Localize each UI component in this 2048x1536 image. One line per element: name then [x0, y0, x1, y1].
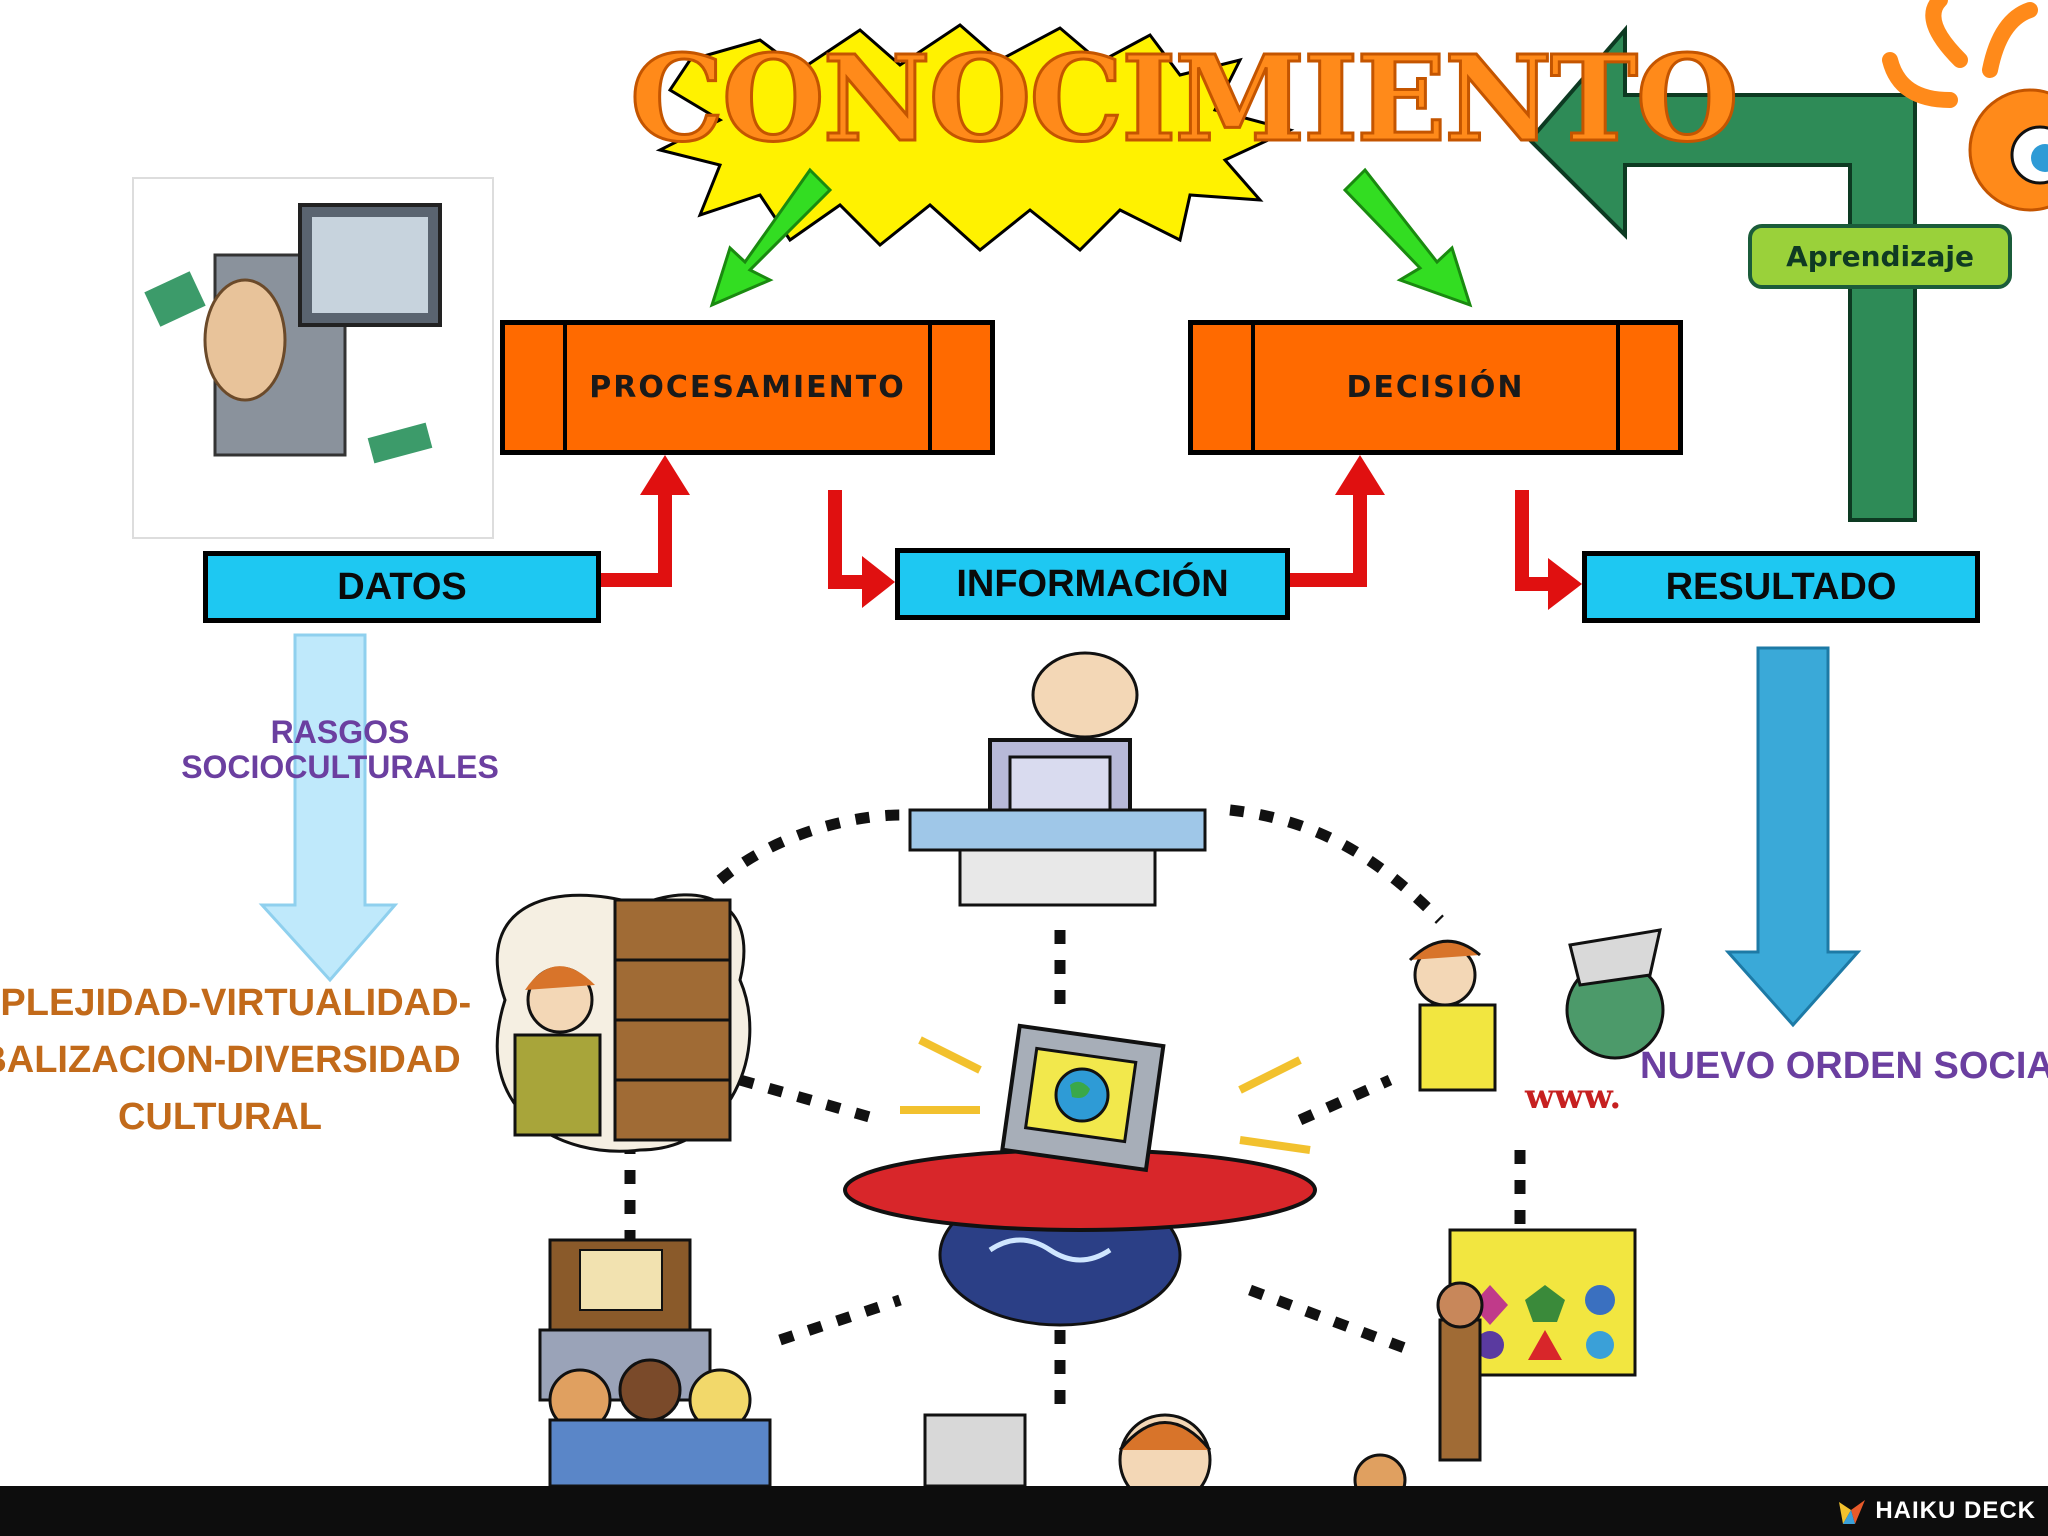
label-nuevo-orden-social: NUEVO ORDEN SOCIAL	[1640, 1045, 2048, 1087]
lime-arrow-left	[709, 167, 833, 308]
box-informacion: INFORMACIÓN	[895, 548, 1290, 620]
box-decision: DECISIÓN	[1188, 320, 1683, 455]
box-resultado: RESULTADO	[1582, 551, 1980, 623]
octopus-mascot	[1882, 0, 2048, 212]
blue-arrow	[1724, 646, 1862, 1028]
light-blue-arrow	[258, 633, 399, 983]
red-arrow-procesamiento-informacion	[828, 490, 895, 608]
title-conocimiento: CONOCIMIENTO	[629, 29, 1741, 168]
complejidad-line3: CULTURAL	[117, 1096, 323, 1138]
box-procesamiento: PROCESAMIENTO	[500, 320, 995, 455]
footer-brand-label: HAIKU DECK	[1875, 1497, 2036, 1524]
footer-bar: HAIKU DECK	[0, 1486, 2048, 1536]
central-computer-clipart	[843, 1023, 1317, 1327]
red-arrow-decision-resultado	[1515, 490, 1582, 610]
svg-text:www.: www.	[1524, 1077, 1621, 1117]
pill-aprendizaje-label: Aprendizaje	[1786, 240, 1974, 273]
pill-aprendizaje: Aprendizaje	[1748, 224, 2012, 289]
library-person-clipart	[495, 893, 752, 1153]
rasgos-line1: RASGOS	[270, 714, 410, 750]
person-at-computer-clipart	[908, 651, 1207, 907]
box-decision-label: DECISIÓN	[1346, 370, 1525, 405]
label-rasgos-socioculturales: RASGOS SOCIOCULTURALES	[150, 714, 530, 786]
feedback-arrow	[1527, 24, 1917, 522]
box-datos-label: DATOS	[337, 565, 467, 608]
haiku-deck-logo-icon	[1839, 1500, 1866, 1524]
box-informacion-label: INFORMACIÓN	[956, 562, 1229, 605]
box-procesamiento-label: PROCESAMIENTO	[589, 370, 906, 405]
teacher-board-clipart	[1436, 1228, 1637, 1462]
label-complejidad: MPLEJIDAD-VIRTUALIDAD- BALIZACION-DIVERS…	[0, 975, 500, 1146]
complejidad-line1: MPLEJIDAD-VIRTUALIDAD-	[0, 982, 472, 1024]
red-arrow-informacion-decision	[1290, 455, 1385, 587]
footer-brand[interactable]: HAIKU DECK	[1837, 1494, 2036, 1528]
complejidad-line2: BALIZACION-DIVERSIDAD	[0, 1039, 461, 1081]
rasgos-line2: SOCIOCULTURALES	[181, 749, 499, 786]
computer-clipart	[132, 177, 494, 539]
boy-with-globe-clipart: www.	[1408, 928, 1665, 1117]
box-datos: DATOS	[203, 551, 601, 623]
box-resultado-label: RESULTADO	[1665, 565, 1897, 608]
lime-arrow-right	[1342, 167, 1473, 308]
classroom-group-clipart	[538, 1238, 772, 1488]
red-arrow-datos-procesamiento	[600, 455, 690, 587]
